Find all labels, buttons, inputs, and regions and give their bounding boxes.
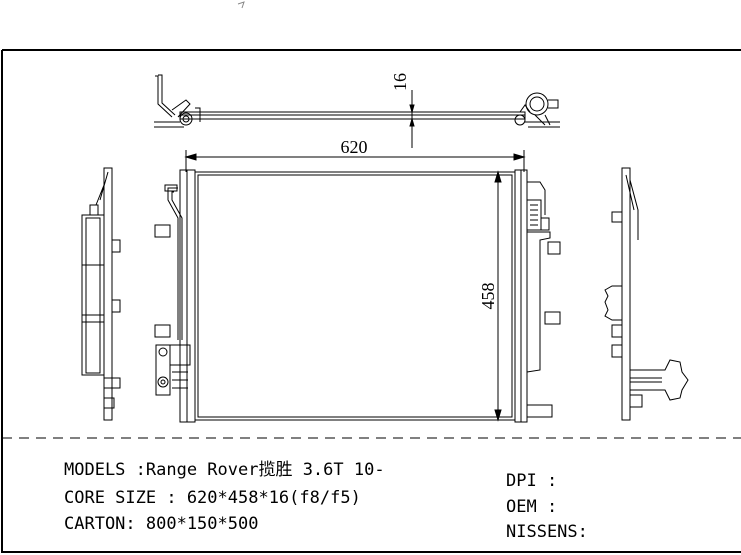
carton-line: CARTON: 800*150*500	[64, 514, 259, 534]
core-size-line: CORE SIZE : 620*458*16(f8/f5)	[64, 488, 361, 508]
nissens-line: NISSENS:	[506, 522, 588, 542]
stray-mark	[237, 1, 245, 9]
dimension-width-label: 620	[341, 137, 368, 157]
left-side-view	[81, 167, 121, 421]
right-side-view	[604, 167, 689, 421]
top-view	[154, 74, 560, 148]
front-view	[154, 150, 561, 423]
oem-line: OEM :	[506, 497, 558, 517]
dpi-line: DPI :	[506, 471, 558, 491]
dimension-thickness-label: 16	[390, 73, 410, 91]
models-line: MODELS :Range Rover揽胜 3.6T 10-	[64, 460, 385, 480]
dimension-height-label: 458	[478, 283, 498, 310]
